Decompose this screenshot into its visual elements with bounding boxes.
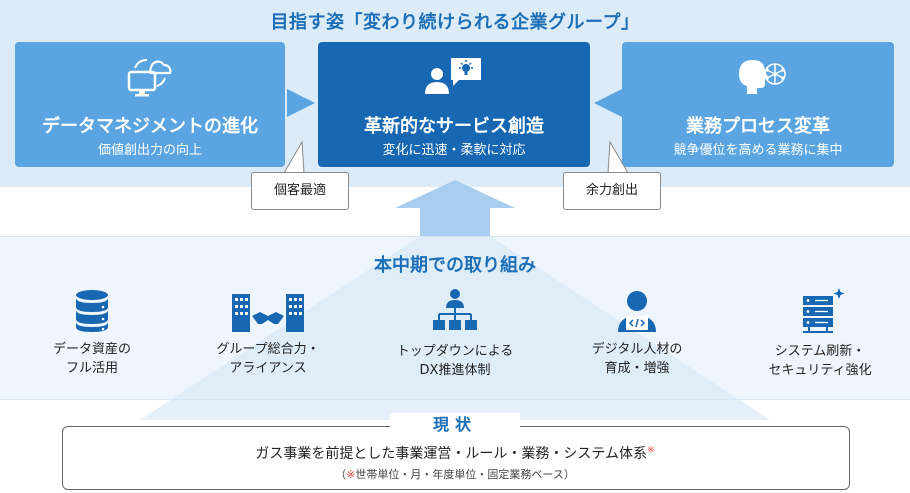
note-mark: ※ [346,468,356,481]
initiative-label-line1: グループ総合力・ [216,342,320,357]
initiative-label-line1: データ資産の [52,342,131,357]
callout-capacity-creation: 余力創出 [563,172,661,210]
box-business-process: 業務プロセス変革 競争優位を高める業務に集中 [622,42,894,167]
person-idea-icon [423,54,485,104]
initiative-label-line2: 育成・増強 [604,361,670,376]
current-title: 現状 [432,415,477,434]
initiative-system-security: システム刷新・セキュリティ強化 [740,288,900,380]
box-title: データマネジメントの進化 [42,116,258,137]
initiative-label-line1: システム刷新・ [774,344,866,359]
arrow-head-shape [395,180,515,236]
initiatives-title: 本中期での取り組み [374,255,536,276]
left-arrow-icon [594,89,622,117]
initiative-label-line2: DX推進体制 [419,363,491,378]
current-main-text: ガス事業を前提とした事業運営・ルール・業務・システム体系※ [62,443,848,463]
initiative-group-alliance: グループ総合力・アライアンス [188,288,348,378]
box-subtitle: 競争優位を高める業務に集中 [673,143,843,158]
server-icon [740,288,900,336]
ai-brain-head-icon [727,54,789,104]
current-main-label: ガス事業を前提とした事業運営・ルール・業務・システム体系 [255,446,648,462]
initiative-digital-talent: デジタル人材の育成・増強 [557,288,717,378]
initiative-topdown-dx: トップダウンによる DX推進体制 [375,288,535,380]
right-arrow-icon [287,89,315,117]
callout-pointer-right [607,140,629,174]
box-title: 業務プロセス変革 [686,116,830,137]
vision-title: 目指す姿「変わり続けられる企業グループ」 [270,12,640,33]
callout-pointer-left [283,140,305,174]
initiative-data-assets: データ資産のフル活用 [12,288,172,378]
box-subtitle: 価値創出力の向上 [97,143,202,158]
building-handshake-icon [188,288,348,334]
initiative-label-line2: フル活用 [65,361,118,376]
org-chart-icon [375,288,535,336]
box-subtitle: 変化に迅速・柔軟に対応 [382,143,526,158]
cloud-sync-monitor-icon [125,54,175,106]
initiative-label-line2: アライアンス [229,361,307,376]
note-text: 世帯単位・月・年度単位・固定業務ベース） [355,468,575,481]
initiative-label-line1: デジタル人材の [591,342,683,357]
note-prefix: （ [335,468,347,481]
developer-icon [557,288,717,334]
box-title: 革新的なサービス創造 [364,116,544,137]
database-icon [12,288,172,334]
box-data-management: データマネジメントの進化 価値創出力の向上 [15,42,285,167]
initiative-label-line1: トップダウンによる [396,344,514,359]
initiative-label-line2: セキュリティ強化 [768,363,872,378]
footnote-mark: ※ [647,445,655,456]
current-note: （※世帯単位・月・年度単位・固定業務ベース） [62,466,848,482]
current-title-wrap: 現状 [390,413,520,437]
callout-individual-customer: 個客最適 [251,172,349,210]
box-innovative-service: 革新的なサービス創造 変化に迅速・柔軟に対応 [318,42,590,167]
